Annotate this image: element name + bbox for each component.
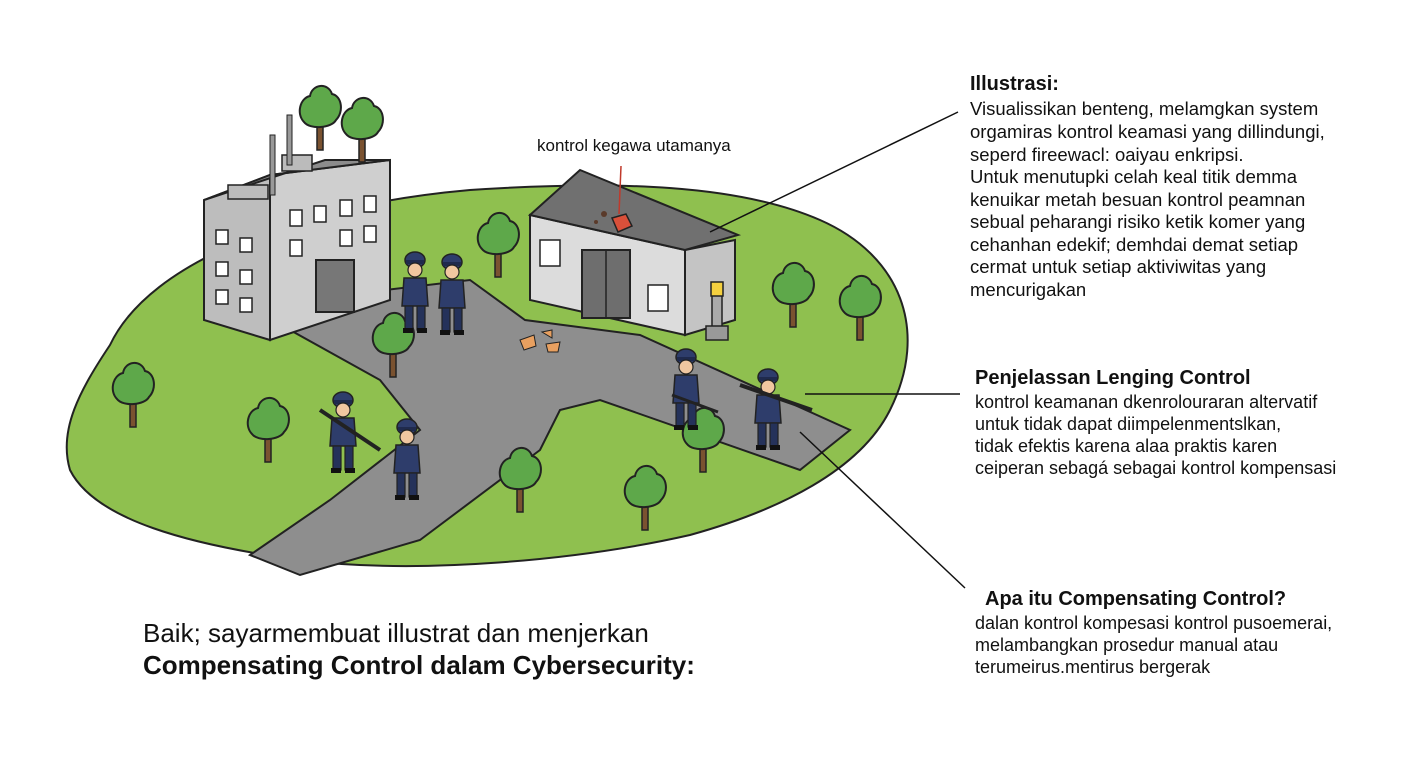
intro-heading: Compensating Control dalam Cybersecurity…	[143, 649, 695, 680]
callout-line: tidak efektis karena alaa praktis karen	[975, 436, 1278, 457]
guards	[318, 251, 813, 501]
callout-title: Penjelassan Lenging Control	[975, 367, 1251, 389]
callout-illustrasi: Illustrasi: Visualissikan benteng, melam…	[970, 72, 1325, 301]
callout-line: seperd fireewacl: oaiyau enkripsi.	[970, 143, 1244, 165]
callout-penjelasan: Penjelassan Lenging Control kontrol keam…	[975, 366, 1336, 480]
callout-line: sebual peharangi risiko ketik komer yang	[970, 211, 1306, 233]
lamp-post	[705, 281, 729, 341]
callout-line: dalan kontrol kompesasi kontrol pusoemer…	[975, 613, 1333, 634]
callout-line: cehanhan edekif; demhdai demat setiap	[970, 233, 1299, 255]
callout-line: orgamiras kontrol keamasi yang dillindun…	[970, 120, 1325, 142]
callout-line: Untuk menutupki celah keal titik demma	[970, 166, 1297, 188]
callout-line: kenuikar metah besuan kontrol peamnan	[970, 188, 1306, 210]
intro-text: Baik; sayarmembuat illustrat dan menjerk…	[143, 618, 695, 681]
callout-line: cermat untuk setiap aktiviwitas yang	[970, 256, 1267, 278]
callout-title: Illustrasi:	[970, 73, 1059, 95]
callout-line: untuk tidak dapat diimpelenmentslkan,	[975, 414, 1282, 435]
intro-line: Baik; sayarmembuat illustrat dan menjerk…	[143, 618, 649, 648]
callout-title: Apa itu Compensating Control?	[985, 588, 1287, 610]
callout-line: terumeirus.mentirus bergerak	[975, 657, 1211, 678]
callout-line: Visualissikan benteng, melamgkan system	[970, 98, 1319, 120]
debris	[519, 329, 561, 353]
callout-line: kontrol keamanan dkenrolouraran altervat…	[975, 392, 1318, 413]
alarm-marker	[610, 213, 634, 233]
callout-apa-itu: Apa itu Compensating Control? dalan kont…	[975, 587, 1332, 679]
leader-line-illustrasi	[709, 111, 959, 233]
main-building	[203, 114, 391, 342]
roof-label: kontrol kegawa utamanya	[537, 136, 731, 155]
callout-line: melambangkan prosedur manual atau	[975, 635, 1279, 656]
leader-line-apa-itu	[799, 431, 966, 589]
callout-line: ceiperan sebagá sebagai kontrol kompensa…	[975, 458, 1337, 479]
callout-line: mencurigakan	[970, 278, 1087, 300]
control-building	[527, 165, 742, 337]
